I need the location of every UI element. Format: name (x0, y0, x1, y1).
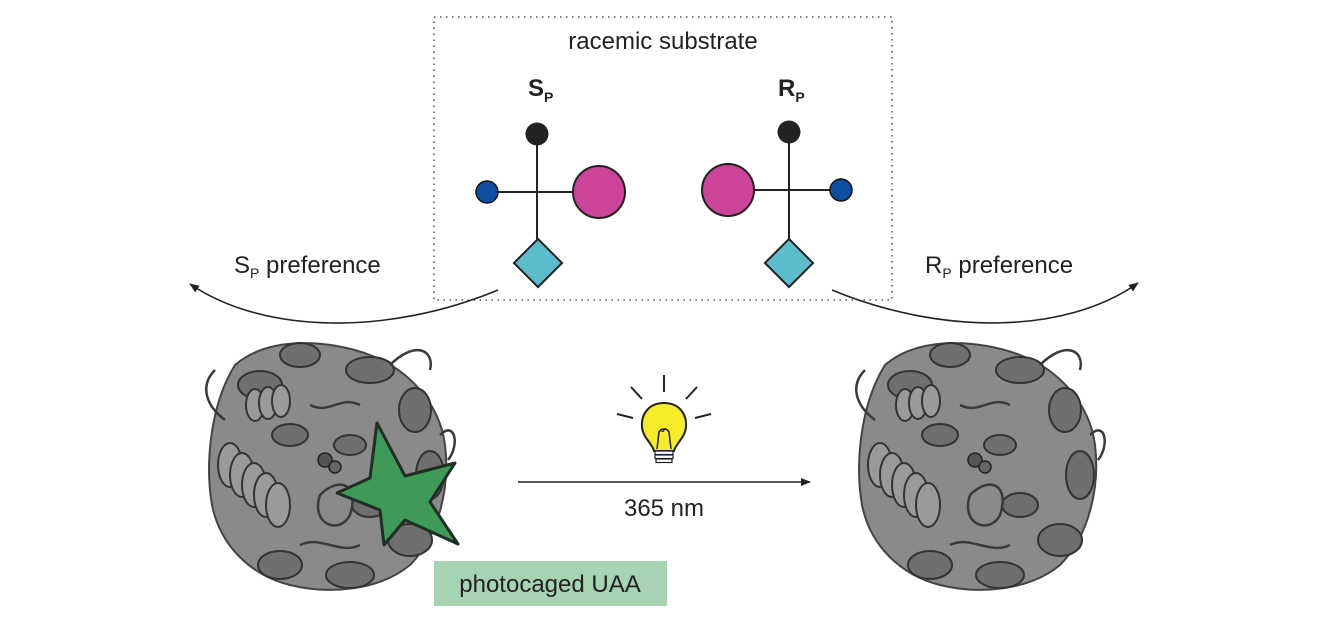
light-bulb-icon (616, 375, 712, 464)
uaa-label-box (434, 561, 667, 606)
sp-molecule (475, 122, 626, 289)
rp-cyan-diamond (763, 237, 815, 289)
photocage-star-icon (335, 421, 460, 547)
rp-magenta-atom (701, 163, 755, 217)
protein-right (855, 341, 1106, 592)
racemic-title: racemic substrate (568, 28, 757, 55)
rp-black-atom (777, 120, 801, 144)
sp-preference-label: SP preference (234, 252, 381, 281)
sp-cyan-diamond (512, 237, 564, 289)
sp-magenta-atom (572, 165, 626, 219)
wavelength-label: 365 nm (624, 495, 704, 522)
sp-blue-atom (475, 180, 499, 204)
rp-molecule (701, 120, 853, 289)
rp-preference-label: RP preference (925, 252, 1073, 281)
rp-preference-arrow (831, 282, 1139, 324)
sp-label: SP (528, 75, 553, 105)
protein-left (205, 341, 456, 592)
rp-blue-atom (829, 178, 853, 202)
uaa-label: photocaged UAA (459, 571, 640, 598)
sp-black-atom (525, 122, 549, 146)
racemic-box (433, 16, 893, 301)
sp-preference-arrow (189, 283, 499, 324)
rp-label: RP (778, 75, 805, 105)
